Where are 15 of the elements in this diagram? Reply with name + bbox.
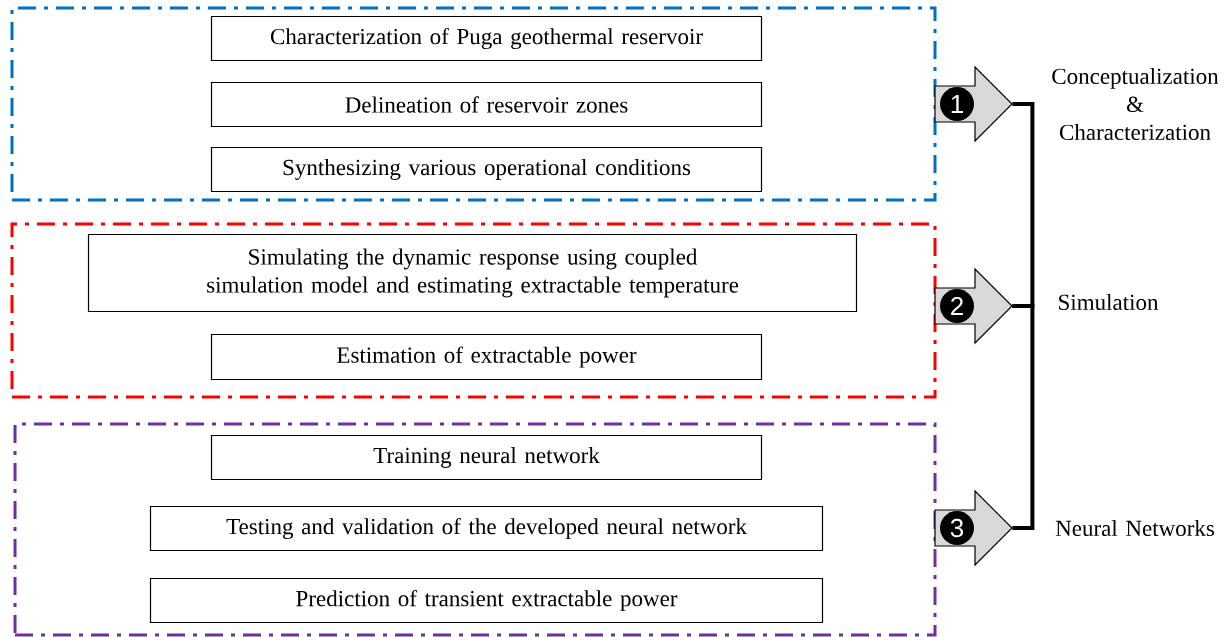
group-box <box>10 6 937 202</box>
process-box: Synthesizing various operational conditions <box>210 146 763 193</box>
stage-label: Simulation <box>1059 293 1159 311</box>
group-box <box>13 422 937 637</box>
group-box <box>10 222 937 399</box>
process-box: Estimation of extractable power <box>210 333 763 381</box>
stage-label: Conceptualization & Characterization <box>1052 67 1219 141</box>
process-box: Prediction of transient extractable power <box>149 577 824 624</box>
process-box: Training neural network <box>210 434 763 481</box>
process-box: Characterization of Puga geothermal reservoir <box>210 15 763 62</box>
stage-label: Neural Networks <box>1055 519 1214 537</box>
process-box: Delineation of reservoir zones <box>210 81 763 128</box>
process-box: Testing and validation of the developed neural network <box>149 505 824 552</box>
process-box: Simulating the dynamic response using coupled simulation model and estimating extractable temperature <box>87 233 858 313</box>
bracket-line <box>1012 304 1035 530</box>
